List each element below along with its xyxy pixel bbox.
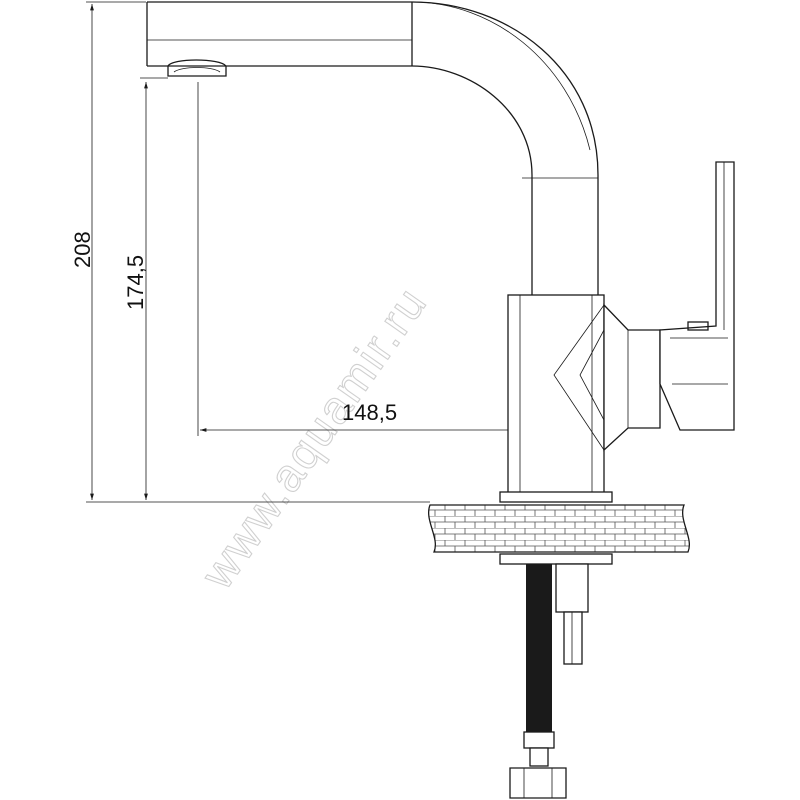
lever-handle[interactable]: [659, 161, 735, 431]
dimension-label-total-height: 208: [70, 231, 95, 268]
dimension-spout-height: 174,5: [123, 77, 168, 500]
dimension-spout-reach: 148,5: [197, 82, 555, 496]
countertop-section: [428, 504, 690, 553]
mounting-hardware: [499, 553, 613, 665]
flexible-hose: [509, 564, 567, 799]
spout: [146, 1, 599, 295]
dimension-total-height: 208: [70, 1, 430, 503]
base-ring: [499, 491, 613, 503]
faucet-body: [507, 294, 661, 496]
dimension-label-spout-height: 174,5: [123, 255, 148, 310]
watermark: www.aquamir.ru: [190, 277, 437, 599]
dimension-label-spout-reach: 148,5: [342, 400, 397, 425]
